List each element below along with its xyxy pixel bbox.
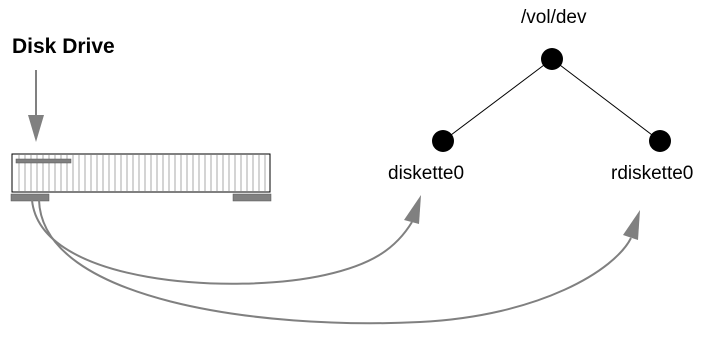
drive-foot-right [232, 193, 272, 202]
drive-slot [15, 158, 72, 164]
arrow-to-rdiskette0 [38, 199, 640, 325]
tree-edges [442, 58, 661, 142]
diskette0-node [432, 130, 454, 152]
diskette0-label: diskette0 [388, 163, 465, 184]
drive-foot-left [10, 193, 50, 202]
disk-drive-label: Disk Drive [12, 35, 115, 58]
disk-drive [10, 153, 272, 202]
rdiskette0-node [649, 130, 671, 152]
rdiskette0-label: rdiskette0 [611, 163, 694, 184]
drive-pointer-arrow [28, 70, 44, 142]
root-path-label: /vol/dev [521, 7, 587, 28]
arrow-to-diskette0 [31, 195, 421, 285]
root-node [541, 48, 563, 70]
